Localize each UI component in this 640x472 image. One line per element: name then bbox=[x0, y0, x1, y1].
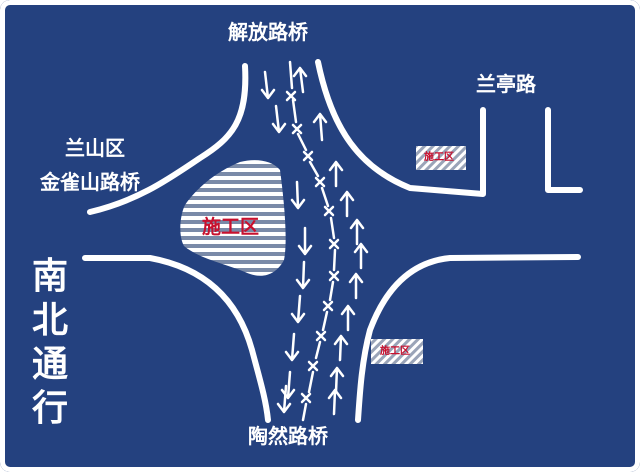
up-arrow bbox=[292, 66, 308, 94]
x-mark bbox=[328, 270, 340, 282]
x-mark bbox=[322, 300, 334, 312]
northbound-arrows bbox=[292, 66, 369, 416]
up-arrow bbox=[353, 242, 369, 270]
direction-label: 南 北 通 行 bbox=[30, 255, 70, 431]
lane-divider-x-marks bbox=[285, 90, 340, 404]
up-arrow bbox=[328, 160, 344, 188]
x-mark bbox=[328, 238, 340, 250]
down-arrow bbox=[290, 180, 306, 210]
direction-char: 南 bbox=[31, 256, 68, 297]
down-arrow bbox=[271, 104, 287, 134]
down-arrow bbox=[290, 294, 306, 324]
x-mark bbox=[302, 150, 314, 162]
up-arrow bbox=[340, 304, 356, 332]
x-mark bbox=[285, 90, 297, 102]
main-construction-zone-label: 施工区 bbox=[202, 216, 260, 238]
down-arrow bbox=[260, 70, 276, 100]
direction-char: 行 bbox=[31, 388, 68, 429]
up-arrow bbox=[327, 388, 343, 416]
main-construction-zone bbox=[180, 160, 286, 276]
direction-char: 北 bbox=[31, 300, 68, 341]
road-edges bbox=[82, 59, 583, 423]
up-arrow bbox=[339, 190, 355, 218]
south-bridge-label: 陶然路桥 bbox=[248, 424, 328, 448]
southbound-arrows bbox=[260, 70, 313, 414]
east-lower-zone-label: 施工区 bbox=[380, 346, 410, 357]
road-edge-northeast bbox=[315, 59, 486, 197]
west-district-label: 兰山区 bbox=[65, 136, 125, 160]
east-lower-zone-box bbox=[371, 339, 423, 364]
west-bridge-label: 金雀山路桥 bbox=[40, 170, 140, 194]
road-edge-east-lower bbox=[355, 254, 581, 423]
road-edge-west-lower bbox=[82, 255, 271, 423]
x-mark bbox=[307, 360, 319, 372]
lane-divider-lines bbox=[288, 60, 337, 422]
road-edge-east-spur bbox=[545, 107, 583, 193]
east-road-label: 兰亭路 bbox=[476, 72, 536, 96]
up-arrow bbox=[348, 272, 364, 300]
east-upper-zone-box bbox=[416, 146, 466, 170]
north-bridge-label: 解放路桥 bbox=[228, 20, 308, 44]
up-arrow bbox=[333, 334, 349, 362]
x-mark bbox=[323, 205, 335, 217]
x-mark bbox=[314, 176, 326, 188]
lane-divider-upper bbox=[288, 60, 337, 422]
down-arrow bbox=[295, 260, 311, 290]
direction-char: 通 bbox=[31, 344, 68, 385]
down-arrow bbox=[297, 226, 313, 256]
up-arrow bbox=[329, 366, 345, 394]
down-arrow bbox=[280, 370, 296, 400]
x-mark bbox=[291, 123, 303, 135]
x-mark bbox=[300, 392, 312, 404]
down-arrow bbox=[284, 332, 300, 362]
up-arrow bbox=[312, 112, 328, 142]
east-upper-zone-label: 施工区 bbox=[424, 152, 454, 163]
down-arrow bbox=[276, 384, 292, 414]
x-mark bbox=[315, 330, 327, 342]
up-arrow bbox=[349, 218, 365, 246]
road-edge-northwest bbox=[87, 63, 249, 215]
